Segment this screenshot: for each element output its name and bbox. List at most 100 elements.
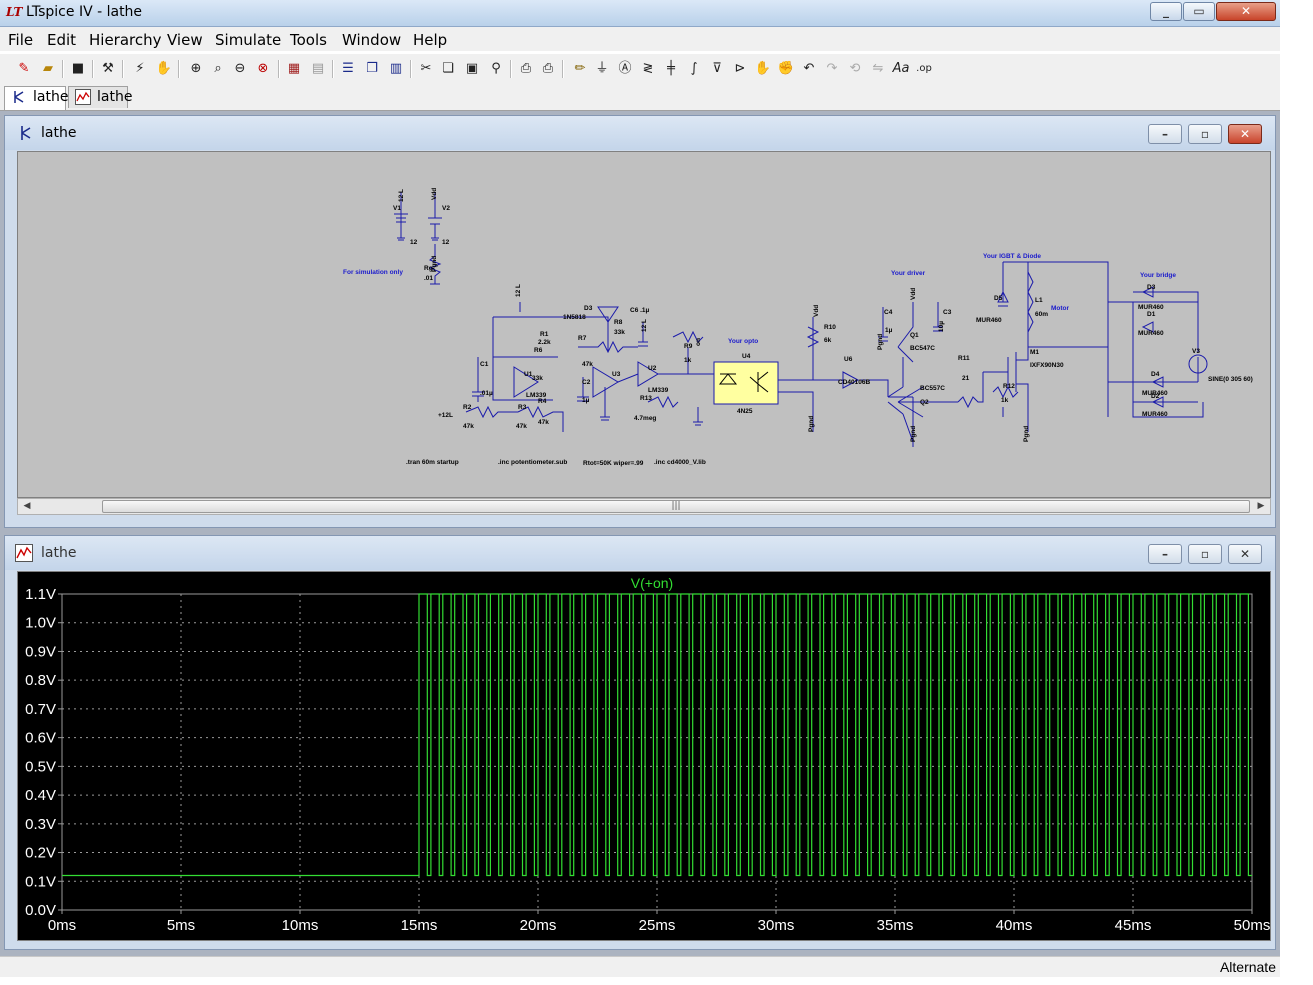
diode-icon[interactable]: ⊽ <box>712 61 722 76</box>
ground-icon[interactable]: ⏚ <box>595 61 609 76</box>
window-title: LTspice IV - lathe <box>26 4 143 20</box>
x-tick-label: 5ms <box>167 917 195 934</box>
label-r6: R6 <box>534 347 543 354</box>
schematic-hscroll[interactable]: ◀ ||| ▶ <box>17 498 1271 515</box>
label-r4: R4 <box>538 398 547 405</box>
menu-bar: File Edit Hierarchy View Simulate Tools … <box>0 27 1280 51</box>
menu-file[interactable]: File <box>8 31 34 49</box>
schematic-drawing: V1 12 V2 12 12 L Vdd For simulation only… <box>343 188 1253 467</box>
undo-icon[interactable]: ↶ <box>803 61 815 76</box>
label-r13-val: 4.7meg <box>634 415 656 422</box>
print-preview-icon[interactable]: ⎙ <box>520 61 532 76</box>
new-schematic-icon[interactable]: ✎ <box>18 61 30 76</box>
wire-icon[interactable]: ✏ <box>574 61 586 76</box>
plot-window-header: lathe – ▫ ✕ <box>5 536 1275 570</box>
label-m1: M1 <box>1030 349 1039 356</box>
label-d3: D3 <box>584 305 593 312</box>
menu-hierarchy[interactable]: Hierarchy <box>89 31 162 49</box>
label-u1: U1 <box>524 371 533 378</box>
resistor-icon[interactable]: ≷ <box>642 61 654 76</box>
label-r13: R13 <box>640 395 652 402</box>
run-icon[interactable]: ⚡ <box>135 61 145 76</box>
label-v3: V3 <box>1192 348 1200 355</box>
spice-directive-icon[interactable]: .op <box>916 63 932 74</box>
x-tick-label: 25ms <box>639 917 676 934</box>
rotate-icon[interactable]: ⟲ <box>849 61 861 76</box>
cut-icon[interactable]: ✂ <box>420 61 432 76</box>
plot-minimize-button[interactable]: – <box>1148 544 1182 564</box>
y-tick-label: 1.0V <box>25 615 56 632</box>
autorange-icon[interactable]: ▦ <box>287 61 301 76</box>
plot-close-button[interactable]: ✕ <box>1228 544 1262 564</box>
label-r7-val: 47k <box>582 361 593 368</box>
label-d4: D4 <box>1151 371 1160 378</box>
x-tick-label: 10ms <box>282 917 319 934</box>
y-tick-label: 0.2V <box>25 845 56 862</box>
move-icon[interactable]: ✋ <box>754 61 772 76</box>
label-q2: Q2 <box>920 399 929 406</box>
menu-edit[interactable]: Edit <box>47 31 77 49</box>
mirror-icon[interactable]: ⇋ <box>872 61 884 76</box>
component-icon[interactable]: ⊳ <box>734 61 746 76</box>
label-q1: Q1 <box>910 332 919 339</box>
label-pgnd-1: Pgnd <box>431 256 438 272</box>
redo-icon[interactable]: ↷ <box>826 61 838 76</box>
delete-trace-icon[interactable]: ▤ <box>311 61 325 76</box>
close-button[interactable]: ✕ <box>1216 2 1276 21</box>
zoom-fit-icon[interactable]: ⊗ <box>257 61 269 76</box>
schematic-close-button[interactable]: ✕ <box>1228 124 1262 144</box>
cascade-icon[interactable]: ❐ <box>366 61 378 76</box>
label-r12-val: 1k <box>1001 397 1009 404</box>
tile-horizontal-icon[interactable]: ☰ <box>342 61 354 76</box>
status-text: Alternate <box>1219 959 1276 975</box>
menu-simulate[interactable]: Simulate <box>215 31 282 49</box>
copy-icon[interactable]: ❏ <box>442 61 454 76</box>
capacitor-icon[interactable]: ╪ <box>667 61 675 76</box>
label-c2-val: 1µ <box>582 397 590 404</box>
scroll-right-icon[interactable]: ▶ <box>1257 501 1265 511</box>
directive-rtot: Rtot=50K wiper=.99 <box>583 460 644 467</box>
tab-waveform[interactable]: lathe <box>68 86 132 108</box>
scroll-thumb[interactable]: ||| <box>102 500 1250 513</box>
waveform-icon <box>15 544 33 566</box>
minimize-button[interactable]: _ <box>1150 2 1182 21</box>
schematic-minimize-button[interactable]: – <box>1148 124 1182 144</box>
schematic-canvas[interactable]: V1 12 V2 12 12 L Vdd For simulation only… <box>17 151 1271 498</box>
maximize-button[interactable]: ▭ <box>1183 2 1215 21</box>
scroll-left-icon[interactable]: ◀ <box>23 501 31 511</box>
y-tick-label: 0.6V <box>25 730 56 747</box>
label-net-icon[interactable]: Ⓐ <box>618 61 632 76</box>
x-tick-label: 40ms <box>996 917 1033 934</box>
tab-schematic[interactable]: lathe <box>4 86 69 110</box>
label-d3b: D3 <box>1147 284 1156 291</box>
find-icon[interactable]: ⚲ <box>491 61 501 76</box>
schematic-icon <box>17 124 33 146</box>
pan-icon[interactable]: ⌕ <box>214 61 222 76</box>
label-your-igbt: Your IGBT & Diode <box>983 253 1041 260</box>
inductor-icon[interactable]: ∫ <box>690 61 698 76</box>
label-r1-val: 2.2k <box>538 339 551 346</box>
print-icon[interactable]: ⎙ <box>542 61 554 76</box>
zoom-out-icon[interactable]: ⊖ <box>234 61 246 76</box>
label-net-vdd-2: Vdd <box>813 305 820 317</box>
paste-icon[interactable]: ▣ <box>465 61 479 76</box>
tile-vertical-icon[interactable]: ▥ <box>389 61 403 76</box>
menu-help[interactable]: Help <box>413 31 448 49</box>
zoom-in-icon[interactable]: ⊕ <box>190 61 202 76</box>
control-panel-icon[interactable]: ⚒ <box>102 61 114 76</box>
text-icon[interactable]: Aa <box>892 61 910 76</box>
tab-schematic-label: lathe <box>33 89 69 105</box>
save-icon[interactable]: ■ <box>71 61 85 76</box>
menu-window[interactable]: Window <box>342 31 402 49</box>
drag-icon[interactable]: ✊ <box>777 61 795 76</box>
plot-maximize-button[interactable]: ▫ <box>1188 544 1222 564</box>
directive-tran: .tran 60m startup <box>406 459 459 466</box>
label-r7: R7 <box>578 335 587 342</box>
menu-view[interactable]: View <box>167 31 203 49</box>
y-tick-label: 0.4V <box>25 787 56 804</box>
halt-icon[interactable]: ✋ <box>155 61 173 76</box>
menu-tools[interactable]: Tools <box>290 31 327 49</box>
schematic-maximize-button[interactable]: ▫ <box>1188 124 1222 144</box>
open-icon[interactable]: ▰ <box>43 61 53 76</box>
